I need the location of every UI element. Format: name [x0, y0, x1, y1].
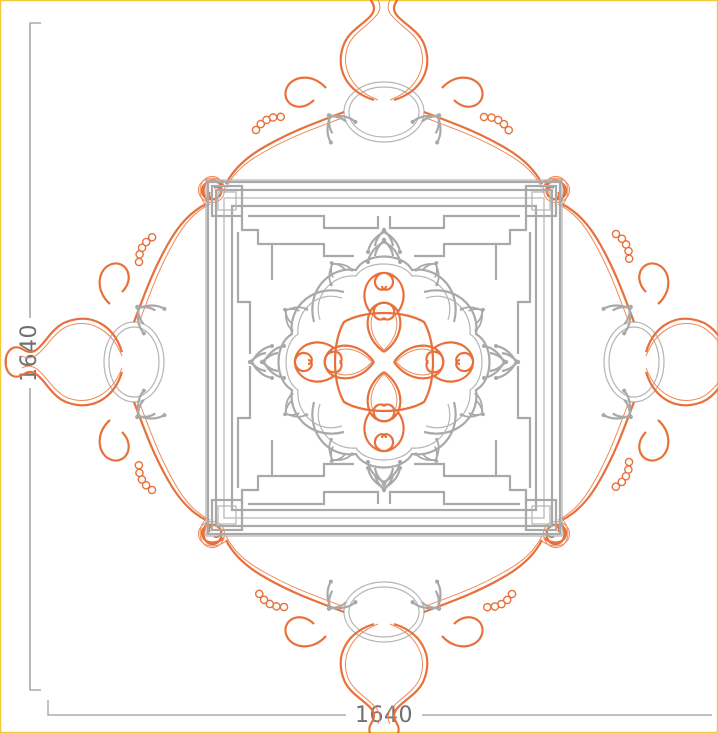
- outer-lobe-top: [195, 0, 573, 206]
- outer-lobe-right: [540, 173, 718, 551]
- width-dimension: 1640: [47, 700, 712, 728]
- width-dimension-label: 1640: [355, 703, 413, 728]
- inner-gray-lobes: [246, 226, 522, 494]
- height-dimension: 1640: [16, 22, 46, 691]
- inner-orange-quatrefoil: [293, 271, 475, 453]
- rosette-ornament: [6, 0, 718, 733]
- outer-lobe-bottom: [195, 518, 573, 733]
- square-fret-frame: [205, 179, 563, 537]
